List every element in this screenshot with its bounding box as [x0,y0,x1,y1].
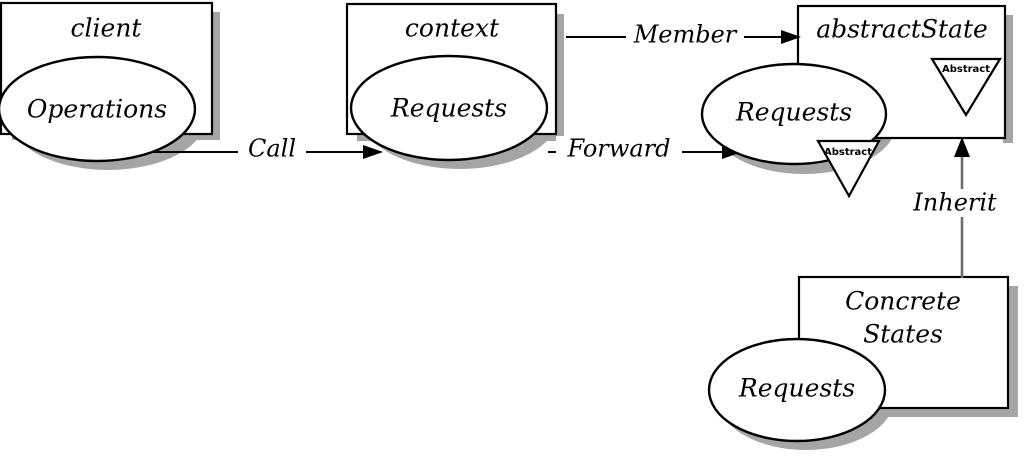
edge-call-label: Call [248,135,296,163]
context-box-title: context [405,14,500,43]
edge-member-arrowhead [781,30,801,44]
abstractstate-operation-abstract-triangle[interactable] [816,139,881,199]
context-requests-label: Requests [390,94,507,123]
edge-forward-label-bg [556,136,682,163]
abstractstate-box-title: abstractState [816,15,988,44]
edge-member-label: Member [633,21,738,49]
concretestates-box-title-line2: States [863,320,943,349]
concretestates-requests-label: Requests [738,374,855,403]
context-requests-ellipse[interactable] [349,54,549,162]
client-box-title: client [71,14,143,43]
abstractstate-abstract-stereotype: Abstract [942,64,990,75]
abstractstate-abstract-triangle[interactable] [930,57,1002,118]
abstractstate-box-shadow [1003,15,1013,143]
abstractstate-requests-label: Requests [735,98,852,127]
client-operations-ellipse[interactable] [0,55,197,163]
concretestates-box-shadow-bottom [811,406,1018,417]
client-box-shadow [210,12,220,140]
edge-inherit-label: Inherit [912,189,997,217]
client-operations-label: Operations [27,95,167,124]
concretestates-box-title-line1: Concrete [845,287,961,316]
edge-forward-label: Forward [567,135,671,163]
edge-member-label-bg [626,22,744,49]
edge-inherit-label-bg [900,189,1006,217]
abstractstate-requests-ellipse[interactable] [700,62,888,166]
concretestates-requests-ellipse[interactable] [707,337,887,443]
abstractstate-operation-abstract-stereotype: Abstract [824,147,872,158]
edge-inherit-arrowhead [954,137,970,157]
edge-call-arrowhead [363,145,383,159]
edge-call-label-bg [238,136,306,163]
context-box-shadow [554,14,564,141]
